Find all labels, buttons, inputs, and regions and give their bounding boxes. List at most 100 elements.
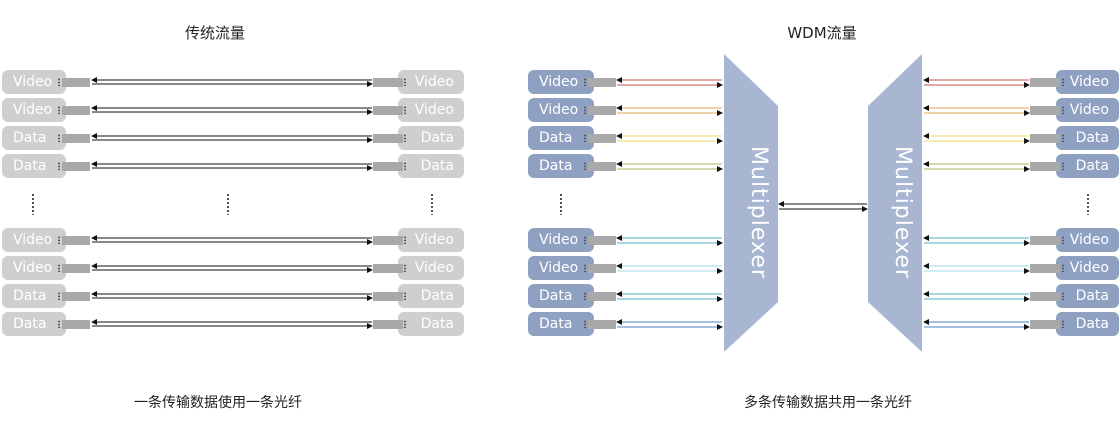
port-marker [1062, 134, 1064, 142]
wdm-source-5: Video [528, 256, 594, 280]
port-marker [404, 162, 406, 170]
ellipsis-wdm-left [560, 193, 562, 215]
traditional-dest-connector-7 [373, 320, 403, 329]
port-marker [58, 292, 60, 300]
traditional-source-5: Video [2, 256, 66, 280]
port-marker [404, 106, 406, 114]
wdm-caption: 多条传输数据共用一条光纤 [744, 395, 912, 411]
port-marker [1062, 264, 1064, 272]
wdm-dest-connector-6 [1030, 292, 1060, 301]
traditional-dest-connector-2 [373, 134, 403, 143]
traditional-source-1: Video [2, 98, 66, 122]
traditional-source-7: Data [2, 312, 66, 336]
traditional-dest-2: Data [398, 126, 464, 150]
port-marker [1062, 78, 1064, 86]
wdm-dest-connector-0 [1030, 78, 1060, 87]
traditional-source-connector-3 [62, 162, 90, 171]
port-marker [1062, 292, 1064, 300]
traditional-dest-connector-5 [373, 264, 403, 273]
left-fiber-lines [91, 77, 373, 329]
ellipsis-middle [227, 193, 229, 215]
multiplexer-right-label: Multiplexer [889, 146, 915, 279]
wdm-dest-4: Video [1056, 228, 1119, 252]
port-marker [404, 78, 406, 86]
port-marker [584, 292, 586, 300]
traditional-dest-3: Data [398, 154, 464, 178]
wdm-dest-7: Data [1056, 312, 1119, 336]
port-marker [1062, 106, 1064, 114]
traditional-dest-7: Data [398, 312, 464, 336]
port-marker [58, 320, 60, 328]
traditional-source-connector-0 [62, 78, 90, 87]
wdm-source-connector-0 [588, 78, 616, 87]
multiplexer-left-label: Multiplexer [745, 146, 771, 279]
wdm-source-connector-4 [588, 236, 616, 245]
port-marker [584, 264, 586, 272]
wdm-source-connector-7 [588, 320, 616, 329]
wdm-dest-connector-2 [1030, 134, 1060, 143]
ellipsis-right [431, 193, 433, 215]
wdm-title: WDM流量 [787, 24, 857, 42]
wdm-source-6: Data [528, 284, 594, 308]
port-marker [58, 264, 60, 272]
wdm-dest-0: Video [1056, 70, 1119, 94]
traditional-source-0: Video [2, 70, 66, 94]
multiplexer-right [868, 54, 922, 352]
traditional-dest-6: Data [398, 284, 464, 308]
traditional-title: 传统流量 [184, 24, 245, 42]
port-marker [404, 292, 406, 300]
traditional-source-connector-6 [62, 292, 90, 301]
traditional-source-connector-1 [62, 106, 90, 115]
wdm-dest-connector-3 [1030, 162, 1060, 171]
wdm-dest-connector-7 [1030, 320, 1060, 329]
port-marker [584, 320, 586, 328]
traditional-source-3: Data [2, 154, 66, 178]
wdm-source-connector-2 [588, 134, 616, 143]
port-marker [404, 134, 406, 142]
traditional-source-4: Video [2, 228, 66, 252]
wdm-source-2: Data [528, 126, 594, 150]
port-marker [404, 320, 406, 328]
wdm-source-1: Video [528, 98, 594, 122]
port-marker [1062, 162, 1064, 170]
port-marker [584, 134, 586, 142]
traditional-source-connector-4 [62, 236, 90, 245]
traditional-dest-connector-3 [373, 162, 403, 171]
wdm-source-3: Data [528, 154, 594, 178]
port-marker [58, 162, 60, 170]
traditional-dest-connector-0 [373, 78, 403, 87]
port-marker [584, 236, 586, 244]
traditional-dest-4: Video [398, 228, 464, 252]
traditional-dest-1: Video [398, 98, 464, 122]
wdm-source-7: Data [528, 312, 594, 336]
wdm-dest-1: Video [1056, 98, 1119, 122]
wdm-dest-connector-5 [1030, 264, 1060, 273]
traditional-source-6: Data [2, 284, 66, 308]
wdm-dest-5: Video [1056, 256, 1119, 280]
port-marker [58, 236, 60, 244]
wdm-dest-connector-4 [1030, 236, 1060, 245]
traditional-caption: 一条传输数据使用一条光纤 [134, 395, 302, 411]
traditional-source-connector-7 [62, 320, 90, 329]
port-marker [58, 106, 60, 114]
port-marker [1062, 236, 1064, 244]
port-marker [58, 134, 60, 142]
wdm-source-connector-1 [588, 106, 616, 115]
wdm-source-connector-6 [588, 292, 616, 301]
traditional-dest-0: Video [398, 70, 464, 94]
multiplexer-left [724, 54, 778, 352]
port-marker [1062, 320, 1064, 328]
wdm-source-0: Video [528, 70, 594, 94]
port-marker [58, 78, 60, 86]
traditional-dest-connector-1 [373, 106, 403, 115]
wdm-dest-connector-1 [1030, 106, 1060, 115]
traditional-source-connector-2 [62, 134, 90, 143]
wdm-dest-2: Data [1056, 126, 1119, 150]
port-marker [584, 162, 586, 170]
traditional-dest-connector-6 [373, 292, 403, 301]
wdm-source-connector-5 [588, 264, 616, 273]
wdm-source-connector-3 [588, 162, 616, 171]
traditional-dest-connector-4 [373, 236, 403, 245]
traditional-source-connector-5 [62, 264, 90, 273]
